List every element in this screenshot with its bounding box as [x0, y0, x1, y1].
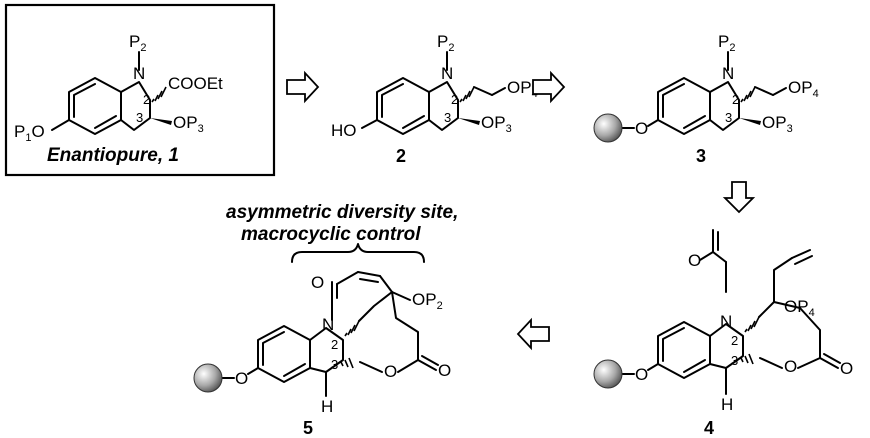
- compound-5: asymmetric diversity site, macrocyclic c…: [193, 202, 458, 438]
- atom-O: O: [384, 362, 397, 381]
- position-2: 2: [331, 337, 338, 352]
- hash-bond: [744, 316, 760, 333]
- hash-bond: [151, 86, 167, 103]
- solid-support-bead: [593, 113, 623, 143]
- compound-1-box: [4, 3, 276, 177]
- atom-N: N: [441, 64, 453, 83]
- compound-4: O N OP4 O O H O 2 3 4: [593, 229, 853, 438]
- hash-bond: [740, 353, 754, 365]
- group-OP3: OP3: [481, 113, 512, 135]
- annotation-line-1: asymmetric diversity site,: [226, 202, 458, 223]
- atom-H: H: [321, 397, 333, 416]
- atom-O: O: [235, 369, 248, 388]
- curly-brace: [291, 243, 425, 263]
- compound-2: N P2 OP4 OP3 HO 2 3 2: [331, 32, 538, 166]
- group-OP3: OP3: [173, 113, 204, 135]
- position-2: 2: [732, 92, 739, 107]
- retro-arrow-1: [286, 70, 320, 104]
- compound-number-3: 3: [696, 146, 706, 166]
- position-3: 3: [136, 110, 143, 125]
- atom-N: N: [133, 64, 145, 83]
- caption-enantiopure: Enantiopure, 1: [47, 145, 179, 166]
- retro-arrow-3: [722, 181, 756, 214]
- group-P1O: P1O: [14, 122, 45, 144]
- position-3: 3: [444, 110, 451, 125]
- atom-O: O: [840, 359, 853, 378]
- retro-arrow-2: [532, 70, 566, 104]
- position-3: 3: [725, 110, 732, 125]
- atom-O: O: [635, 119, 648, 138]
- hash-bond: [340, 357, 354, 369]
- atom-N: N: [322, 315, 334, 334]
- annotation-line-2: macrocyclic control: [241, 224, 421, 245]
- atom-P: P2: [718, 32, 735, 54]
- atom-O: O: [635, 365, 648, 384]
- hash-bond: [344, 320, 360, 337]
- compound-number-4: 4: [704, 418, 714, 438]
- compound-number-5: 5: [303, 418, 313, 438]
- position-3: 3: [731, 353, 738, 368]
- atom-O: O: [688, 251, 701, 270]
- position-2: 2: [451, 92, 458, 107]
- group-OP4: OP4: [788, 78, 819, 100]
- compound-number-2: 2: [396, 146, 406, 166]
- atom-O: O: [311, 273, 324, 292]
- position-2: 2: [143, 92, 150, 107]
- group-OP3: OP3: [762, 113, 793, 135]
- hash-bond: [740, 86, 756, 103]
- atom-O: O: [438, 361, 451, 380]
- group-COOEt: COOEt: [168, 74, 223, 93]
- atom-N: N: [720, 312, 732, 331]
- atom-P: P2: [129, 32, 146, 54]
- position-2: 2: [731, 333, 738, 348]
- group-OP4: OP4: [784, 297, 815, 319]
- atom-N: N: [722, 64, 734, 83]
- atom-P: P2: [437, 32, 454, 54]
- atom-H: H: [721, 395, 733, 414]
- group-OP2: OP2: [412, 290, 443, 312]
- compound-1: N P2 COOEt OP3 P1O 2 3 Enantiopure, 1: [4, 3, 276, 177]
- solid-support-bead: [593, 359, 623, 389]
- solid-support-bead: [193, 363, 223, 393]
- hash-bond: [459, 86, 475, 103]
- compound-3: N P2 OP4 OP3 O 2 3 3: [593, 32, 819, 166]
- retro-arrow-4: [516, 317, 550, 351]
- atom-O: O: [784, 357, 797, 376]
- position-3: 3: [331, 357, 338, 372]
- group-HO: HO: [331, 121, 357, 140]
